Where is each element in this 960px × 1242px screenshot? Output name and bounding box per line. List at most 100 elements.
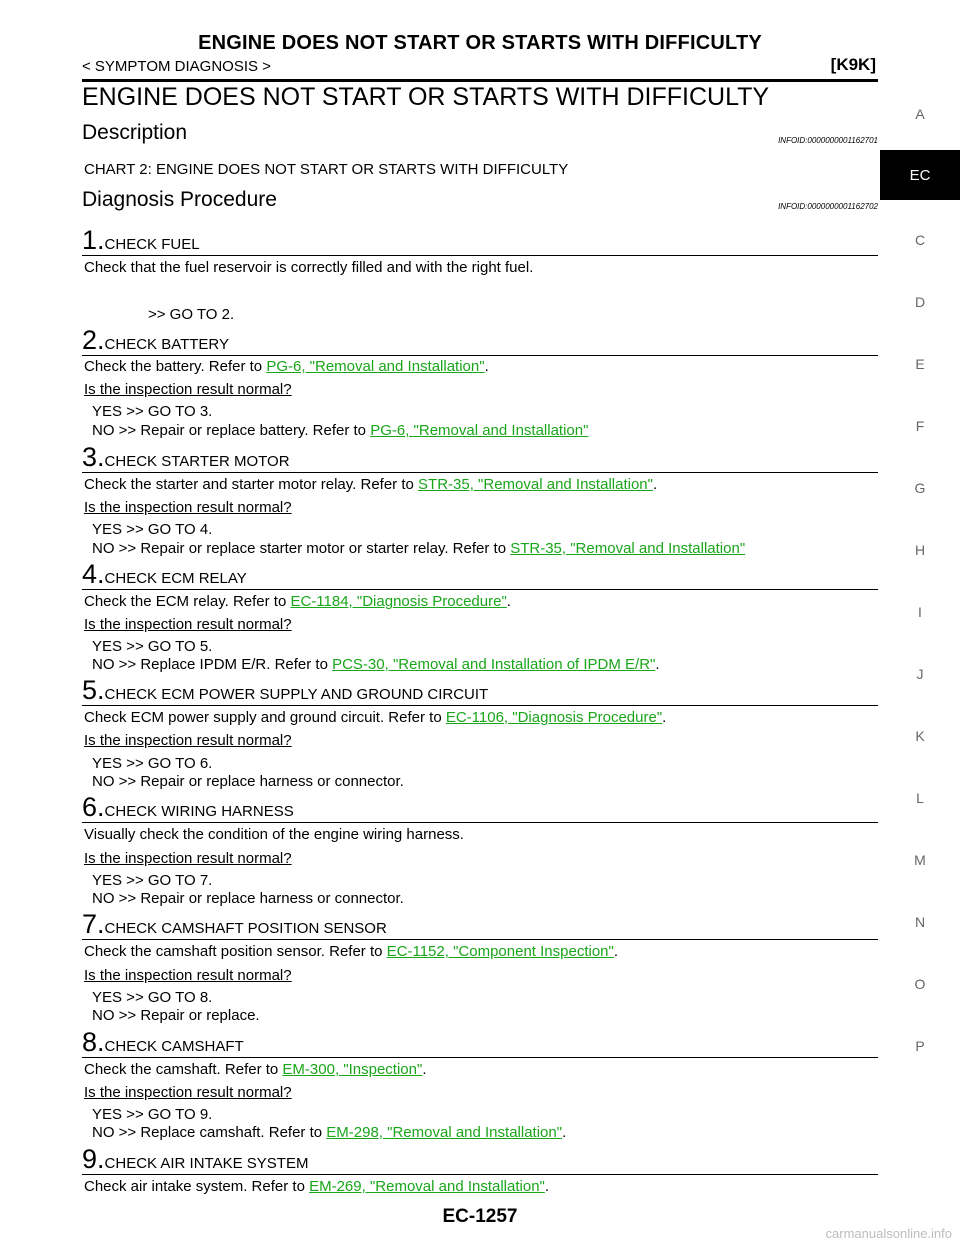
- step-divider: [82, 355, 878, 356]
- step-body-text: Check the battery. Refer to: [84, 358, 267, 375]
- step-body: Check the starter and starter motor rela…: [84, 476, 657, 493]
- section-index-d[interactable]: D: [914, 294, 926, 310]
- reference-link[interactable]: EC-1106, "Diagnosis Procedure": [445, 709, 663, 726]
- result-no: NO >> Repair or replace harness or conne…: [92, 890, 404, 907]
- step-divider: [82, 822, 878, 823]
- step-body: Check the battery. Refer to PG-6, "Remov…: [84, 358, 489, 375]
- description-text: CHART 2: ENGINE DOES NOT START OR STARTS…: [84, 161, 569, 178]
- step-heading: 3.CHECK STARTER MOTOR: [82, 442, 290, 473]
- section-index-c[interactable]: C: [914, 232, 926, 248]
- inspection-question: Is the inspection result normal?: [84, 381, 292, 398]
- watermark: carmanualsonline.info: [825, 1226, 952, 1241]
- result-no-text: NO >> Repair or replace battery. Refer t…: [92, 422, 371, 439]
- result-yes: YES >> GO TO 8.: [92, 989, 213, 1006]
- result-no: NO >> Repair or replace.: [92, 1007, 260, 1024]
- reference-link[interactable]: EM-298, "Removal and Installation": [326, 1124, 563, 1141]
- step-divider: [82, 589, 878, 590]
- result-no-suffix: .: [562, 1124, 567, 1141]
- step-title: CHECK FUEL: [104, 236, 200, 253]
- step-title: CHECK CAMSHAFT POSITION SENSOR: [104, 920, 387, 937]
- step-title: CHECK AIR INTAKE SYSTEM: [104, 1155, 309, 1172]
- section-index-a[interactable]: A: [915, 106, 925, 122]
- section-index-i[interactable]: I: [918, 604, 922, 620]
- step-body-suffix: .: [613, 943, 618, 960]
- result-yes: YES >> GO TO 4.: [92, 521, 213, 538]
- inspection-question: Is the inspection result normal?: [84, 1084, 292, 1101]
- section-index-k[interactable]: K: [915, 728, 925, 744]
- reference-link[interactable]: EM-269, "Removal and Installation": [309, 1178, 545, 1195]
- step-body-suffix: .: [484, 358, 489, 375]
- result-no: NO >> Repair or replace harness or conne…: [92, 773, 404, 790]
- diagnosis-infoid: INFOID:0000000001162702: [778, 202, 878, 211]
- inspection-question: Is the inspection result normal?: [84, 499, 292, 516]
- reference-link[interactable]: EC-1152, "Component Inspection": [386, 943, 614, 960]
- reference-link[interactable]: EM-300, "Inspection": [282, 1061, 423, 1078]
- step-body-suffix: .: [422, 1061, 427, 1078]
- main-heading: ENGINE DOES NOT START OR STARTS WITH DIF…: [82, 83, 770, 111]
- step-body: Check ECM power supply and ground circui…: [84, 709, 666, 726]
- reference-link[interactable]: STR-35, "Removal and Installation": [510, 540, 746, 557]
- step-body: Check air intake system. Refer to EM-269…: [84, 1178, 549, 1195]
- inspection-question: Is the inspection result normal?: [84, 616, 292, 633]
- step-body-text: Check the ECM relay. Refer to: [84, 593, 291, 610]
- section-index-m[interactable]: M: [914, 852, 926, 868]
- step-number: 9.: [82, 1144, 105, 1174]
- step-heading: 2.CHECK BATTERY: [82, 325, 229, 356]
- step-number: 5.: [82, 675, 105, 705]
- step-heading: 6.CHECK WIRING HARNESS: [82, 792, 294, 823]
- reference-link[interactable]: PG-6, "Removal and Installation": [370, 422, 589, 439]
- section-index-o[interactable]: O: [914, 976, 926, 992]
- section-index-l[interactable]: L: [916, 790, 924, 806]
- description-heading: Description: [82, 121, 188, 144]
- result-no-text: NO >> Replace camshaft. Refer to: [92, 1124, 327, 1141]
- step-body-text: Check the camshaft. Refer to: [84, 1061, 283, 1078]
- result-yes: YES >> GO TO 7.: [92, 872, 213, 889]
- diagnosis-heading: Diagnosis Procedure: [82, 188, 277, 211]
- step-body-suffix: .: [652, 476, 658, 493]
- step-number: 4.: [82, 559, 105, 589]
- step-divider: [82, 472, 878, 473]
- step-title: CHECK WIRING HARNESS: [104, 803, 294, 820]
- inspection-question: Is the inspection result normal?: [84, 732, 292, 749]
- step-title: CHECK ECM POWER SUPPLY AND GROUND CIRCUI…: [104, 686, 489, 703]
- step-number: 8.: [82, 1027, 105, 1057]
- inspection-question: Is the inspection result normal?: [84, 850, 292, 867]
- step-body-suffix: .: [544, 1178, 550, 1195]
- step-body-text: Check ECM power supply and ground circui…: [84, 709, 446, 726]
- step-body: Check that the fuel reservoir is correct…: [84, 259, 534, 276]
- section-index-e[interactable]: E: [915, 356, 925, 372]
- step-number: 1.: [82, 225, 105, 255]
- step-heading: 9.CHECK AIR INTAKE SYSTEM: [82, 1144, 308, 1175]
- section-index-j[interactable]: J: [916, 666, 924, 682]
- header-rule: [82, 79, 878, 82]
- section-index-h[interactable]: H: [914, 542, 926, 558]
- section-index-f[interactable]: F: [915, 418, 925, 434]
- step-title: CHECK CAMSHAFT: [104, 1038, 244, 1055]
- result-yes: YES >> GO TO 5.: [92, 638, 213, 655]
- section-index-p[interactable]: P: [915, 1038, 925, 1054]
- result-no: NO >> Replace camshaft. Refer to EM-298,…: [92, 1124, 566, 1141]
- step-title: CHECK STARTER MOTOR: [104, 453, 290, 470]
- reference-link[interactable]: PG-6, "Removal and Installation": [266, 358, 485, 375]
- step-heading: 1.CHECK FUEL: [82, 225, 200, 256]
- step-divider: [82, 705, 878, 706]
- step-number: 3.: [82, 442, 105, 472]
- reference-link[interactable]: STR-35, "Removal and Installation": [418, 476, 653, 493]
- result-yes: YES >> GO TO 9.: [92, 1106, 213, 1123]
- reference-link[interactable]: EC-1184, "Diagnosis Procedure": [290, 593, 507, 610]
- result-yes: YES >> GO TO 6.: [92, 755, 213, 772]
- step-heading: 4.CHECK ECM RELAY: [82, 559, 247, 590]
- step-go-to: >> GO TO 2.: [148, 306, 235, 323]
- reference-link[interactable]: PCS-30, "Removal and Installation of IPD…: [332, 656, 656, 673]
- step-divider: [82, 255, 878, 256]
- section-index-g[interactable]: G: [914, 480, 926, 496]
- result-no-text: NO >> Repair or replace starter motor or…: [92, 540, 511, 557]
- step-title: CHECK BATTERY: [104, 336, 229, 353]
- section-index-n[interactable]: N: [914, 914, 926, 930]
- step-body: Check the ECM relay. Refer to EC-1184, "…: [84, 593, 511, 610]
- step-body-suffix: .: [506, 593, 511, 610]
- section-index-ec-active[interactable]: EC: [880, 150, 960, 200]
- inspection-question: Is the inspection result normal?: [84, 967, 292, 984]
- step-divider: [82, 1057, 878, 1058]
- step-body: Visually check the condition of the engi…: [84, 826, 464, 843]
